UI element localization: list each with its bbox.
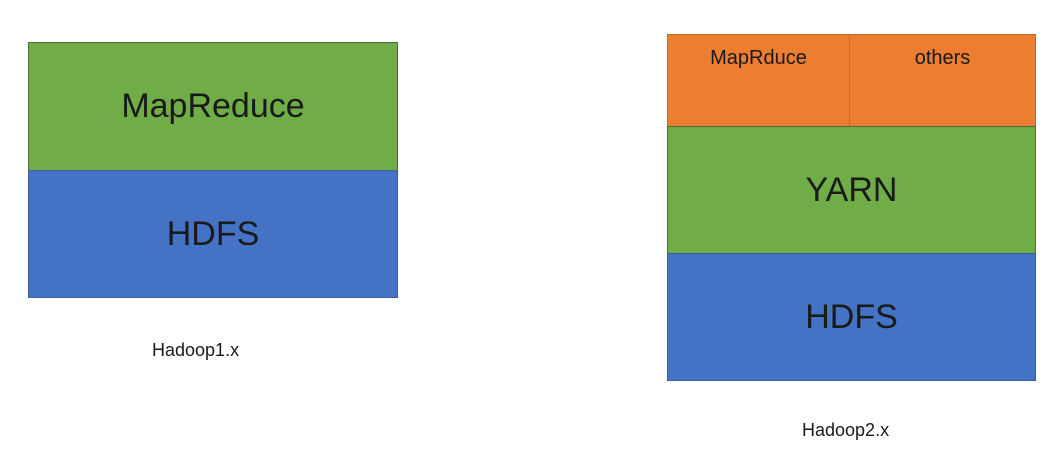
hadoop2-hdfs-layer: HDFS bbox=[667, 253, 1036, 381]
hadoop2-caption: Hadoop2.x bbox=[802, 420, 890, 440]
hadoop2-others-layer: others bbox=[849, 34, 1036, 127]
hadoop2-mapreduce-layer: MapRduce bbox=[667, 34, 850, 127]
hadoop2-yarn-label: YARN bbox=[805, 170, 898, 209]
hadoop2-yarn-layer: YARN bbox=[667, 126, 1036, 254]
hadoop2-hdfs-label: HDFS bbox=[805, 297, 898, 336]
hadoop1-hdfs-label: HDFS bbox=[166, 214, 260, 253]
hadoop1-mapreduce-layer: MapReduce bbox=[28, 42, 398, 171]
hadoop1-caption: Hadoop1.x bbox=[152, 340, 240, 360]
hadoop2-others-label: others bbox=[914, 47, 971, 69]
hadoop1-mapreduce-label: MapReduce bbox=[121, 87, 305, 125]
hadoop2-mapreduce-label: MapRduce bbox=[710, 47, 807, 69]
hadoop1-hdfs-layer: HDFS bbox=[28, 170, 398, 298]
